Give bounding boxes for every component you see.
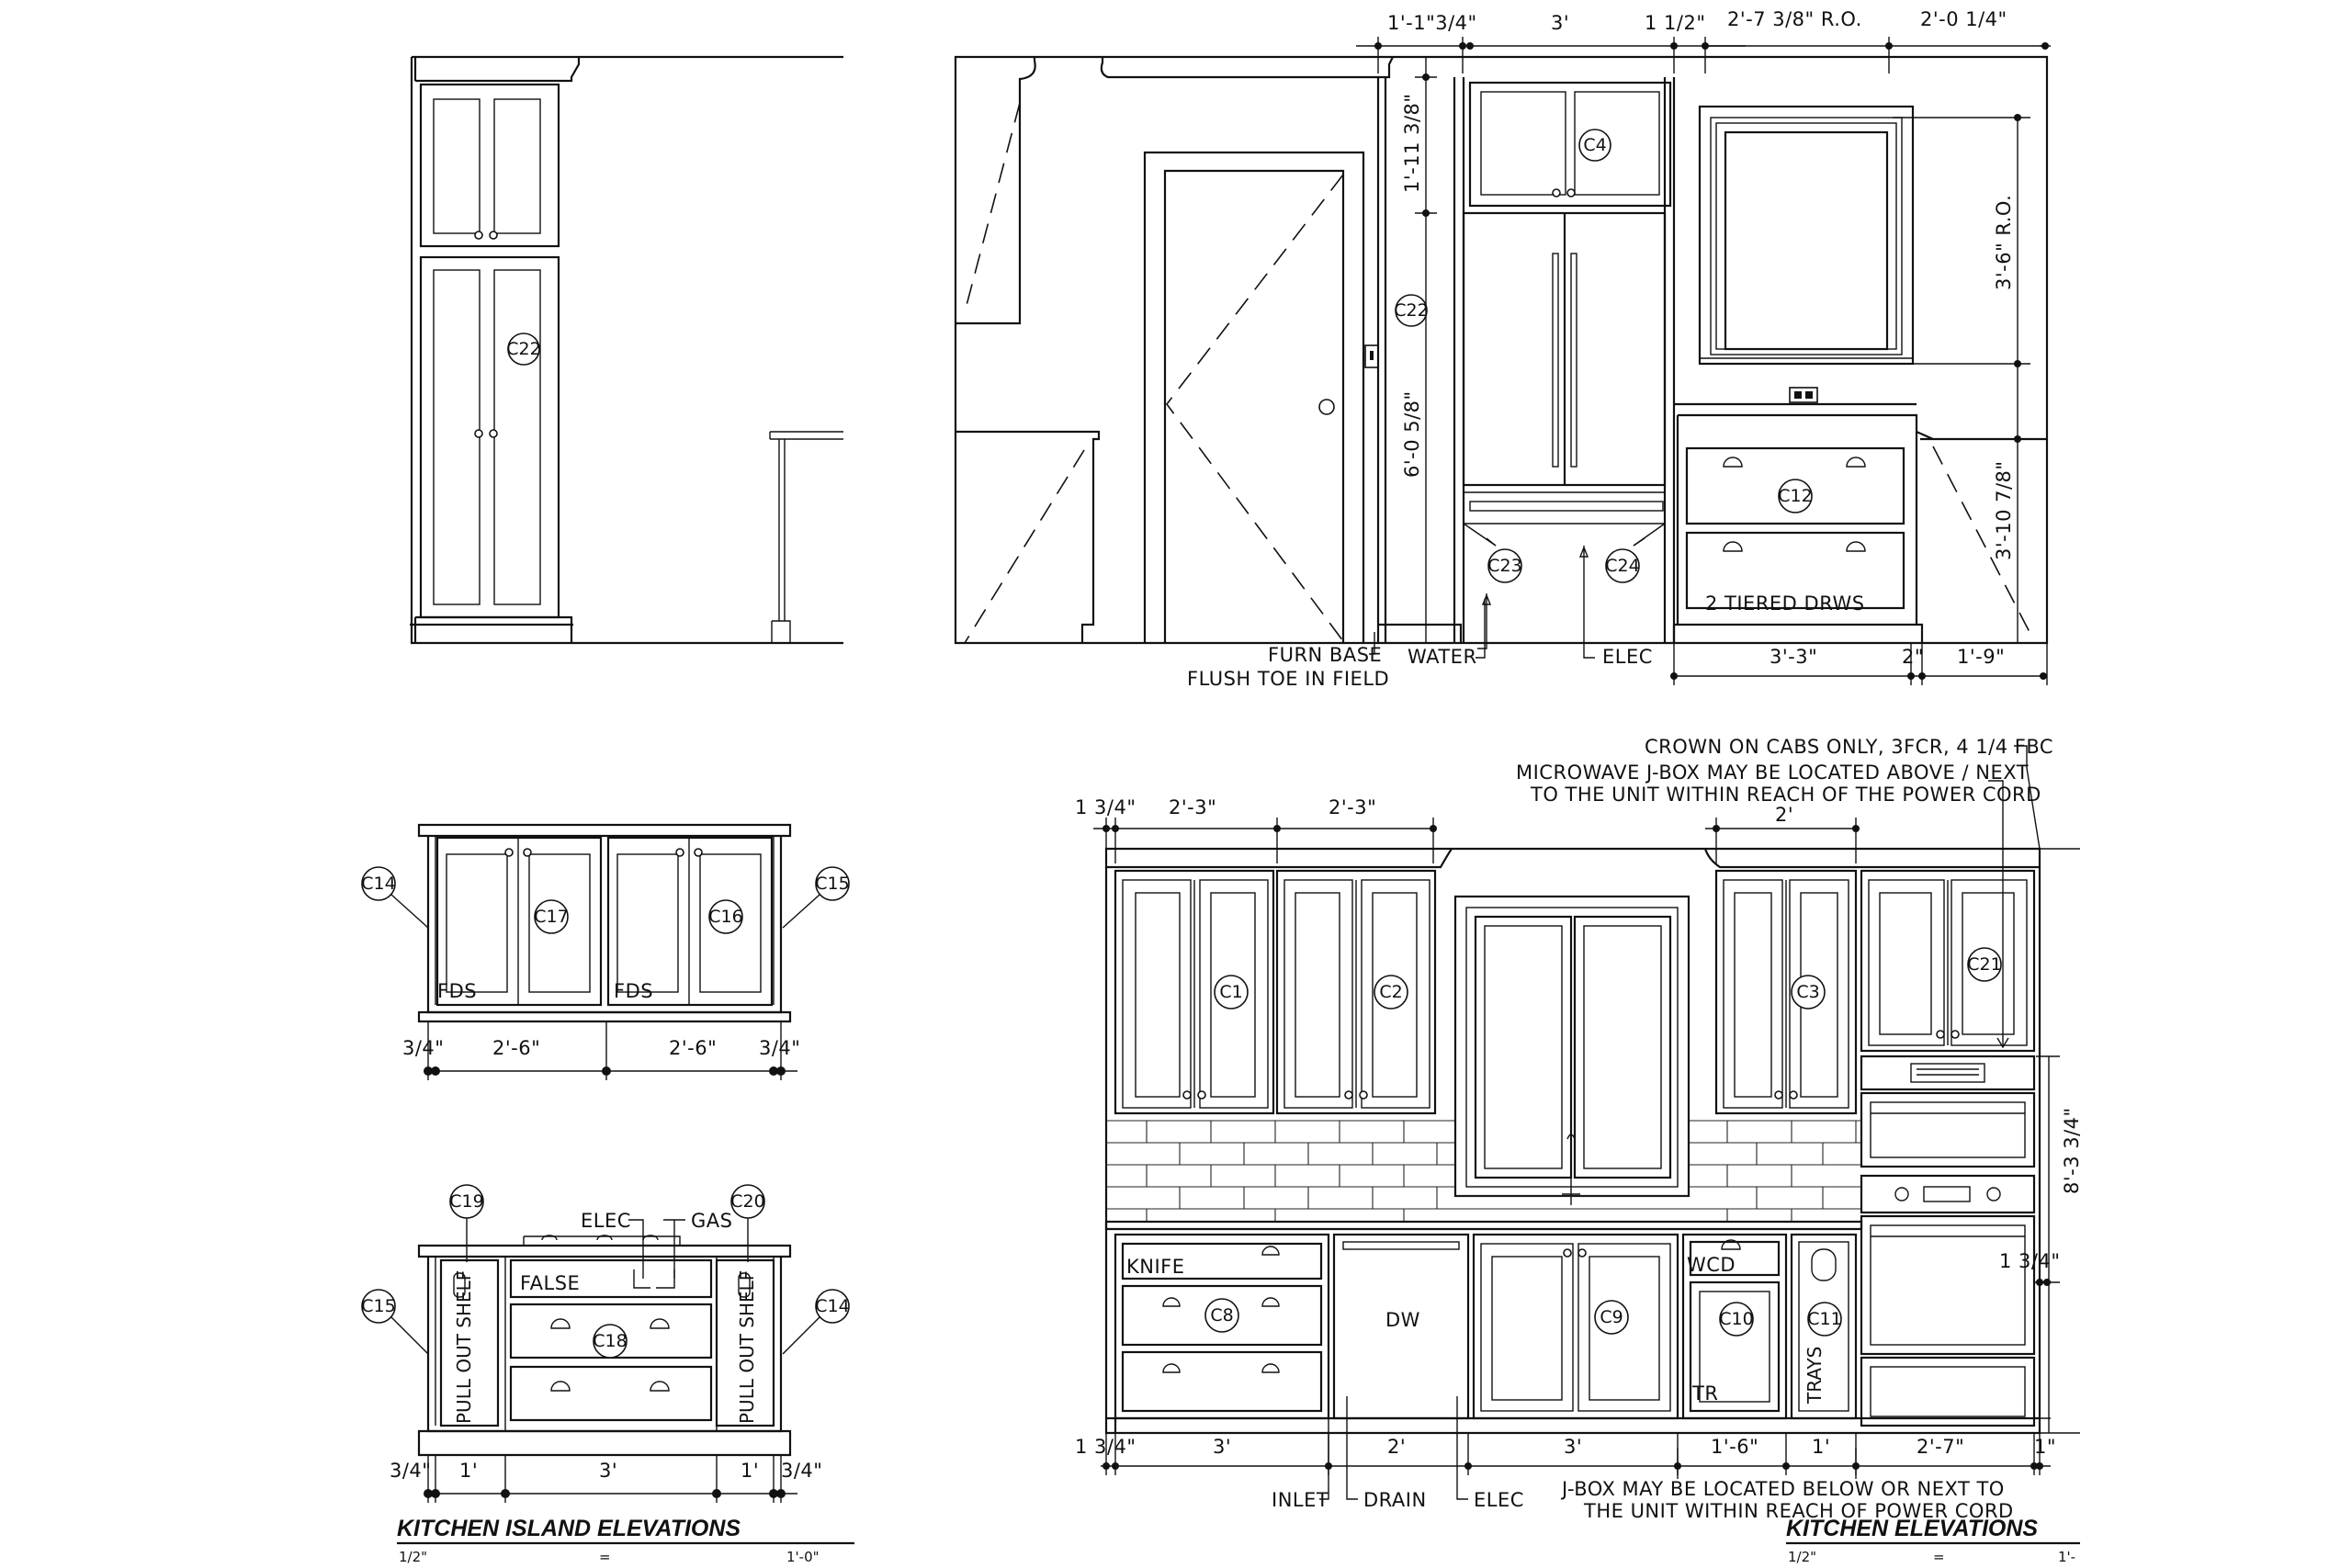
dim-island-4: 3/4"	[759, 1037, 800, 1059]
note-jbox-2: THE UNIT WITHIN REACH OF POWER CORD	[1583, 1500, 2014, 1522]
dim-bottom-2: 2"	[1902, 646, 1924, 668]
dim-kitchen-b4: 3'	[1564, 1436, 1582, 1458]
dim-bottom-3: 1'-9"	[1957, 646, 2005, 668]
tag-c16: C16	[708, 907, 742, 927]
note-microwave-2: TO THE UNIT WITHIN REACH OF THE POWER CO…	[1530, 784, 2041, 806]
tag-c10: C10	[1719, 1309, 1753, 1329]
scale-eq-2: =	[1933, 1549, 1945, 1565]
scale-left-2: 1/2"	[1788, 1549, 1816, 1565]
dim-top-2: 3'	[1551, 12, 1569, 34]
dim-island-b1: 3/4"	[390, 1460, 431, 1482]
label-trays: TRAYS	[1804, 1347, 1826, 1404]
tile-backsplash	[1106, 1120, 1861, 1222]
tag-c8: C8	[1210, 1305, 1233, 1325]
dim-top-5: 2'-0 1/4"	[1920, 8, 2007, 30]
dim-top-1: 1'-1"3/4"	[1387, 12, 1477, 34]
dim-island-2: 2'-6"	[492, 1037, 540, 1059]
tag-c15-lower: C15	[361, 1296, 395, 1316]
dim-kitchen-b7: 2'-7"	[1917, 1436, 1964, 1458]
scale-right-1: 1'-0"	[786, 1549, 820, 1565]
dim-v-4: 3'-10 7/8"	[1993, 460, 2015, 560]
dim-kitchen-t3: 2'-3"	[1329, 796, 1376, 818]
tag-c23: C23	[1487, 556, 1521, 576]
tag-c14-upper: C14	[361, 874, 395, 894]
label-dishwasher: DW	[1385, 1309, 1420, 1331]
dim-kitchen-b8: 1"	[2034, 1436, 2056, 1458]
tag-c22-left	[507, 333, 540, 366]
note-furn-base: FURN BASE	[1268, 644, 1382, 666]
note-inlet: INLET	[1272, 1489, 1329, 1511]
tag-c24: C24	[1605, 556, 1639, 576]
kitchen-elevation: C1 C2 C3 C21	[1075, 736, 2083, 1565]
tag-c18: C18	[593, 1331, 627, 1351]
dim-kitchen-b3: 2'	[1387, 1436, 1406, 1458]
dim-island-3: 2'-6"	[669, 1037, 717, 1059]
dim-island-b2: 1'	[459, 1460, 478, 1482]
label-fds-2: FDS	[614, 980, 653, 1002]
dim-v-2: 6'-0 5/8"	[1401, 390, 1423, 478]
island-elevation-lower: PULL OUT SHELF PULL OUT SHELF FALSE C18 …	[361, 1184, 854, 1565]
dim-island-1: 3/4"	[402, 1037, 444, 1059]
label-knife: KNIFE	[1126, 1256, 1185, 1278]
note-elec-top: ELEC	[1602, 646, 1653, 668]
scale-left-1: 1/2"	[399, 1549, 427, 1565]
note-island-elec: ELEC	[581, 1210, 631, 1232]
dim-v-3: 3'-6" R.O.	[1993, 195, 2015, 290]
dim-bottom-1: 3'-3"	[1770, 646, 1817, 668]
dim-island-b5: 3/4"	[781, 1460, 822, 1482]
note-drain: DRAIN	[1363, 1489, 1427, 1511]
note-crown: CROWN ON CABS ONLY, 3FCR, 4 1/4 FBC	[1645, 736, 2053, 758]
tag-c17: C17	[534, 907, 568, 927]
label-fds-1: FDS	[437, 980, 477, 1002]
dim-kitchen-v2: 1 3/4"	[1999, 1250, 2061, 1272]
top-wall-elevation: C22 C4 C23 C24	[954, 8, 2051, 690]
dim-kitchen-v1: 8'-3 3/4"	[2061, 1107, 2083, 1194]
tag-c19: C19	[449, 1191, 483, 1212]
tag-c11: C11	[1807, 1309, 1841, 1329]
dim-kitchen-b1: 1 3/4"	[1075, 1436, 1136, 1458]
tag-c4: C4	[1583, 135, 1606, 155]
scale-right-2: 1'-	[2058, 1549, 2075, 1565]
dim-kitchen-b6: 1'	[1812, 1436, 1830, 1458]
note-flush-toe: FLUSH TOE IN FIELD	[1187, 668, 1389, 690]
note-elec-kitchen: ELEC	[1474, 1489, 1524, 1511]
dim-top-3: 1 1/2"	[1645, 12, 1706, 34]
tag-c20: C20	[730, 1191, 764, 1212]
island-elevation-upper: C17 C16 FDS FDS C14 C15 3/4" 2'-6" 2'-6"…	[361, 823, 850, 1080]
side-elevation-left: C22	[410, 55, 843, 645]
note-2-tiered-drawers: 2 TIERED DRWS	[1705, 592, 1865, 615]
tag-c22-right: C22	[1394, 300, 1428, 321]
label-wcd: WCD	[1687, 1254, 1736, 1276]
label-pull-out-2: PULL OUT SHELF	[736, 1270, 758, 1424]
dim-island-b3: 3'	[599, 1460, 617, 1482]
dim-kitchen-t1: 1 3/4"	[1075, 796, 1136, 818]
note-water: WATER	[1408, 646, 1477, 668]
scale-eq-1: =	[599, 1549, 611, 1565]
tag-c9: C9	[1600, 1307, 1623, 1327]
dim-kitchen-t4: 2'	[1775, 804, 1793, 826]
tag-c15-upper: C15	[815, 874, 849, 894]
title-kitchen-elevations: KITCHEN ELEVATIONS	[1786, 1516, 2038, 1541]
tag-c2: C2	[1379, 982, 1402, 1002]
dim-kitchen-b5: 1'-6"	[1711, 1436, 1758, 1458]
tag-c22-left-label: C22	[506, 339, 540, 359]
label-pull-out-1: PULL OUT SHELF	[453, 1270, 475, 1424]
note-island-gas: GAS	[691, 1210, 732, 1232]
dim-v-1: 1'-11 3/8"	[1401, 93, 1423, 193]
note-microwave-1: MICROWAVE J-BOX MAY BE LOCATED ABOVE / N…	[1516, 761, 2029, 784]
dim-kitchen-b2: 3'	[1213, 1436, 1231, 1458]
label-false-front: FALSE	[520, 1272, 580, 1294]
tag-c3: C3	[1796, 982, 1819, 1002]
dim-island-b4: 1'	[741, 1460, 759, 1482]
title-island-elevations: KITCHEN ISLAND ELEVATIONS	[397, 1516, 741, 1541]
note-jbox-1: J-BOX MAY BE LOCATED BELOW OR NEXT TO	[1560, 1478, 2005, 1500]
tag-c12: C12	[1778, 486, 1812, 506]
tag-c1: C1	[1219, 982, 1242, 1002]
dim-kitchen-t2: 2'-3"	[1169, 796, 1216, 818]
label-tr: TR	[1691, 1382, 1718, 1404]
tag-c14-lower: C14	[815, 1296, 849, 1316]
dim-top-4: 2'-7 3/8" R.O.	[1727, 8, 1862, 30]
tag-c21: C21	[1967, 954, 2001, 975]
